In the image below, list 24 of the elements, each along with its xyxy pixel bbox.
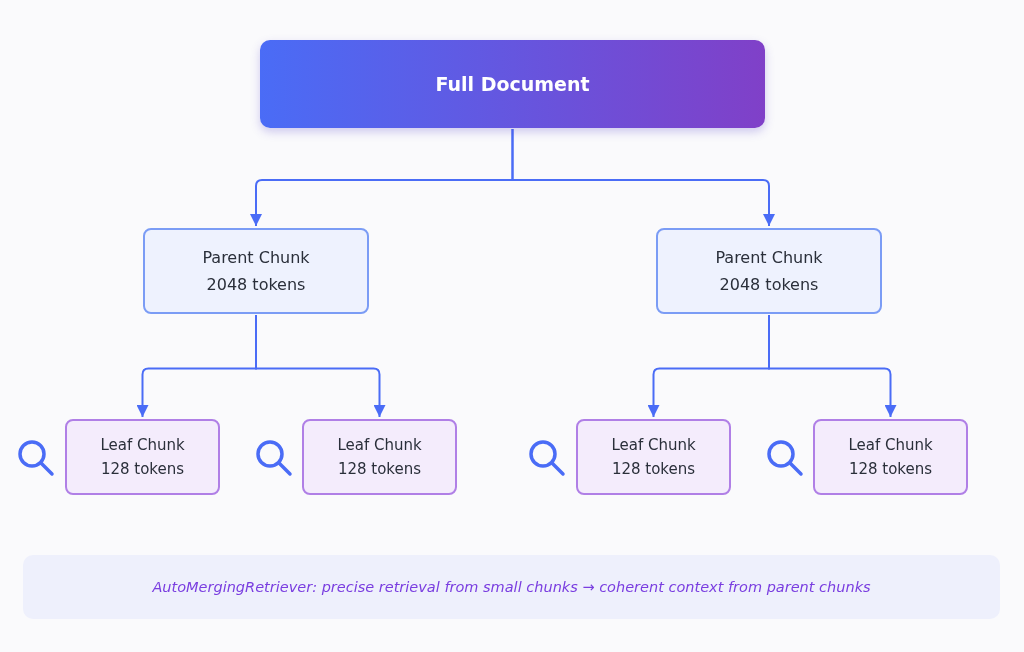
leaf-chunk-box xyxy=(576,419,731,495)
leaf-chunk-box xyxy=(813,419,968,495)
node-text: 128 tokens xyxy=(100,459,185,480)
node-text: Leaf Chunk xyxy=(337,435,422,456)
node-text: AutoMergingRetriever: precise retrieval from small chunks → coherent context from parent chunks xyxy=(152,579,871,595)
node-text: 128 tokens xyxy=(611,459,696,480)
parent-chunk-box xyxy=(143,228,369,314)
document-box xyxy=(260,40,765,128)
node-text: 128 tokens xyxy=(337,459,422,480)
node-text: Full Document xyxy=(435,73,590,95)
node-text: 2048 tokens xyxy=(719,274,819,296)
node-text: Leaf Chunk xyxy=(848,435,933,456)
leaf-chunk-box xyxy=(65,419,220,495)
node-text: Leaf Chunk xyxy=(611,435,696,456)
parent-chunk-box xyxy=(656,228,882,314)
node-text: Leaf Chunk xyxy=(100,435,185,456)
connector-arrow xyxy=(768,314,897,418)
node-text: Parent Chunk xyxy=(202,247,310,269)
leaf-chunk-box xyxy=(302,419,457,495)
node-text: Parent Chunk xyxy=(715,247,823,269)
connector-arrow xyxy=(255,314,386,418)
node-text: 128 tokens xyxy=(848,459,933,480)
connector-arrow xyxy=(511,128,775,227)
node-text: 2048 tokens xyxy=(206,274,306,296)
